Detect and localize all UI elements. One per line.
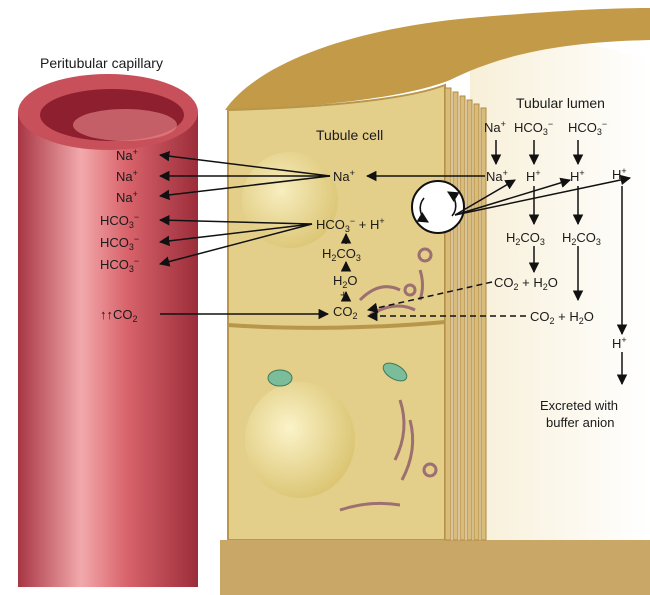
co2-label: ↑↑CO2 [100, 307, 138, 324]
co2-label: CO2 [333, 304, 358, 321]
h-ion-label: H+ [612, 166, 627, 183]
plus-label: + [340, 287, 348, 302]
tubule-cell-label: Tubule cell [316, 127, 384, 143]
h-ion-label: H+ [526, 168, 541, 185]
hco3-ion-label: HCO3− [514, 119, 554, 137]
hco3-ion-label: HCO3− [100, 234, 140, 252]
excreted-label-line1: Excreted with [540, 398, 619, 413]
mitochondrion [382, 362, 408, 382]
nucleus-lower [245, 382, 355, 498]
mitochondrion [267, 369, 293, 387]
co2-h2o-label: CO2 + H2O [494, 275, 558, 292]
na-ion-label: Na+ [484, 119, 506, 136]
tubular-lumen-area [470, 36, 650, 595]
capillary-inner-wall [73, 109, 177, 141]
excreted-label-line2: buffer anion [546, 415, 615, 430]
h2o-label: H2O [333, 273, 358, 290]
h-ion-label: H+ [570, 168, 585, 185]
capillary-body [18, 112, 198, 587]
na-ion-label: Na+ [333, 168, 355, 185]
co2-h2o-label: CO2 + H2O [530, 309, 594, 326]
brush-border [444, 87, 487, 541]
antiporter-arc [447, 191, 460, 217]
h2co3-label: H2CO3 [322, 246, 361, 263]
na-ion-label: Na+ [116, 147, 138, 164]
hco3-ion-label: HCO3− [100, 212, 140, 230]
capillary-title: Peritubular capillary [40, 55, 163, 71]
tubular-lumen-label: Tubular lumen [516, 95, 605, 111]
h-ion-label: H+ [612, 335, 627, 352]
hco3-ion-label: HCO3− [568, 119, 608, 137]
na-ion-label: Na+ [116, 189, 138, 206]
na-ion-label: Na+ [116, 168, 138, 185]
arrows [158, 140, 632, 386]
h2co3-label: H2CO3 [506, 230, 545, 247]
tubule-wall-top [225, 8, 650, 110]
hco3-ion-label: HCO3− [100, 256, 140, 274]
cell-junction [227, 320, 446, 330]
organelles [339, 247, 438, 512]
hco3-ion-label: HCO3− + H+ [316, 216, 385, 234]
tubule-wall-bottom [220, 540, 650, 595]
dashed-arrows [366, 281, 526, 322]
na-ion-label: Na+ [486, 168, 508, 185]
h2co3-label: H2CO3 [562, 230, 601, 247]
antiporter-arc [416, 197, 429, 223]
